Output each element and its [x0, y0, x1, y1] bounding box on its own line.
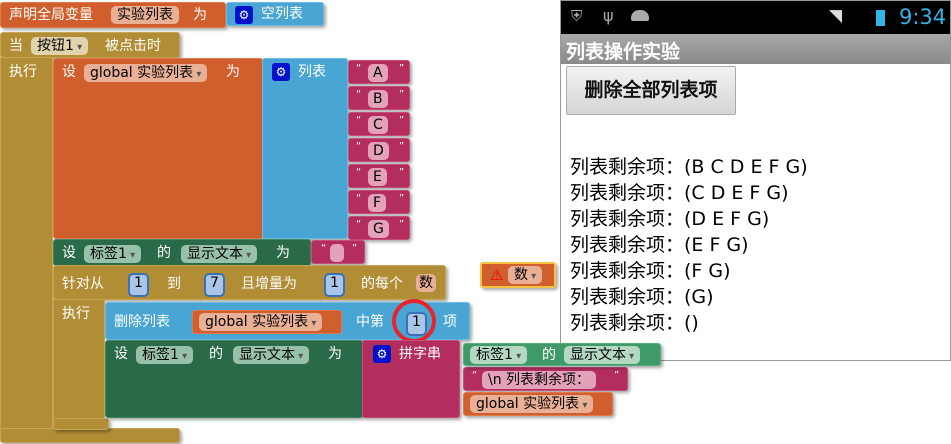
result-line: 列表剩余项：(G) [570, 286, 714, 308]
gear-icon[interactable]: ⚙ [272, 63, 290, 81]
property-dropdown[interactable]: 显示文本 [181, 245, 258, 263]
block-label: 的 [157, 245, 171, 261]
text-field[interactable]: D [368, 142, 389, 160]
from-number[interactable]: 1 [128, 273, 149, 297]
empty-text-block[interactable]: “ ” [311, 240, 365, 264]
text-field[interactable]: G [368, 220, 389, 238]
text-field[interactable]: B [368, 90, 388, 108]
variable-dropdown[interactable]: global 实验列表 [199, 313, 323, 331]
join-text-block[interactable]: ⚙ 拼字串 [362, 340, 460, 418]
component-dropdown[interactable]: 标签1 [136, 346, 194, 364]
global-variable-declaration-block[interactable]: 声明全局变量 实验列表 为 [0, 2, 226, 28]
text-item-block[interactable]: “B” [348, 86, 410, 110]
text-field[interactable] [330, 244, 344, 262]
to-number[interactable]: 7 [204, 273, 225, 297]
for-block-bottom [53, 418, 109, 430]
block-label: 执行 [9, 64, 37, 80]
text-item-block[interactable]: “E” [348, 164, 410, 188]
text-field[interactable]: C [368, 116, 388, 134]
component-dropdown[interactable]: 按钮1 [31, 37, 89, 55]
block-label: 的 [209, 346, 223, 362]
variable-dropdown[interactable]: global 实验列表 [84, 64, 208, 82]
block-label: 到 [167, 276, 181, 292]
block-label: 设 [114, 346, 128, 362]
global-getter-block[interactable]: global 实验列表 [192, 310, 342, 334]
set-label-text-block[interactable]: 设 标签1 的 显示文本 为 [105, 340, 363, 418]
clock: 9:34 [899, 5, 947, 29]
android-icon [631, 10, 649, 21]
status-bar: ⛨ ψ ◥ 9:34 [561, 1, 950, 34]
gear-icon[interactable]: ⚙ [373, 345, 391, 363]
warning-icon[interactable]: ⚠ [490, 266, 504, 284]
loop-variable-field[interactable]: 数 [416, 274, 436, 292]
property-dropdown[interactable]: 显示文本 [564, 346, 641, 364]
block-label: 被点击时 [105, 38, 161, 54]
wifi-icon: ◥ [829, 6, 843, 26]
battery-icon [876, 10, 885, 26]
global-getter-block[interactable]: global 实验列表 [463, 392, 613, 416]
block-label: 针对从 [62, 276, 104, 292]
text-item-block[interactable]: “D” [348, 138, 410, 162]
label-text-getter-block[interactable]: 标签1 的 显示文本 [463, 343, 661, 366]
make-list-block[interactable]: ⚙ 列表 [262, 58, 348, 239]
for-block-body: 执行 [53, 299, 105, 421]
text-item-block[interactable]: “F” [348, 190, 410, 214]
highlight-circle [392, 299, 436, 343]
set-label-text-block[interactable]: 设 标签1 的 显示文本 为 [53, 239, 311, 266]
block-label: 的每个 [361, 276, 403, 292]
block-label: 空列表 [261, 6, 303, 22]
component-dropdown[interactable]: 标签1 [470, 346, 528, 364]
text-item-block[interactable]: “C” [348, 112, 410, 136]
block-label: 删除列表 [114, 314, 170, 330]
component-dropdown[interactable]: 标签1 [84, 245, 142, 263]
phone-preview: ⛨ ψ ◥ 9:34 列表操作实验 删除全部列表项 [560, 0, 951, 361]
block-label: 声明全局变量 [9, 7, 93, 23]
text-item-block[interactable]: “G” [348, 216, 410, 240]
block-label: 设 [62, 245, 76, 261]
event-block-bottom [0, 428, 180, 443]
variable-name-field[interactable]: 实验列表 [111, 6, 179, 24]
result-line: 列表剩余项：(F G) [570, 260, 731, 282]
app-title: 列表操作实验 [566, 41, 681, 63]
delete-all-button[interactable]: 删除全部列表项 [566, 66, 736, 115]
text-field[interactable]: F [368, 194, 387, 212]
shield-icon: ⛨ [571, 7, 583, 25]
for-range-block[interactable]: 针对从 1 到 7 且增量为 1 的每个 数 [53, 265, 446, 300]
block-label: 为 [226, 64, 240, 80]
result-line: 列表剩余项：(E F G) [570, 234, 749, 256]
result-line: 列表剩余项：() [570, 312, 699, 334]
block-label: 为 [193, 7, 207, 23]
loop-variable-getter-block[interactable]: ⚠ 数 [480, 262, 556, 288]
block-label: 且增量为 [241, 276, 297, 292]
button-click-event-block[interactable]: 当 按钮1 被点击时 [0, 32, 180, 58]
block-label: 为 [276, 245, 290, 261]
block-label: 中第 [356, 314, 384, 330]
usb-icon: ψ [603, 6, 614, 25]
empty-list-block[interactable]: ⚙ 空列表 [226, 2, 324, 26]
text-item-block[interactable]: “A” [348, 60, 410, 84]
block-label: 的 [542, 347, 556, 363]
event-block-body: 执行 [0, 57, 53, 431]
block-label: 拼字串 [399, 346, 441, 362]
block-label: 为 [328, 346, 342, 362]
property-dropdown[interactable]: 显示文本 [233, 346, 310, 364]
result-line: 列表剩余项：(B C D E F G) [570, 156, 808, 178]
text-field[interactable]: E [368, 168, 387, 186]
block-label: 设 [62, 64, 76, 80]
gear-icon[interactable]: ⚙ [235, 6, 253, 24]
variable-dropdown[interactable]: 数 [508, 266, 543, 284]
block-label: 执行 [62, 306, 90, 322]
block-label: 项 [443, 314, 457, 330]
block-label: 列表 [298, 64, 326, 80]
block-label: 当 [9, 38, 23, 54]
result-line: 列表剩余项：(C D E F G) [570, 182, 789, 204]
variable-dropdown[interactable]: global 实验列表 [470, 395, 594, 413]
title-bar: 列表操作实验 [561, 34, 950, 64]
text-field[interactable]: A [368, 64, 388, 82]
result-line: 列表剩余项：(D E F G) [570, 208, 770, 230]
text-field[interactable]: \n 列表剩余项： [482, 371, 597, 389]
step-number[interactable]: 1 [324, 273, 345, 297]
text-block[interactable]: “ \n 列表剩余项： ” [463, 367, 628, 391]
set-global-variable-block[interactable]: 设 global 实验列表 为 [53, 58, 263, 239]
